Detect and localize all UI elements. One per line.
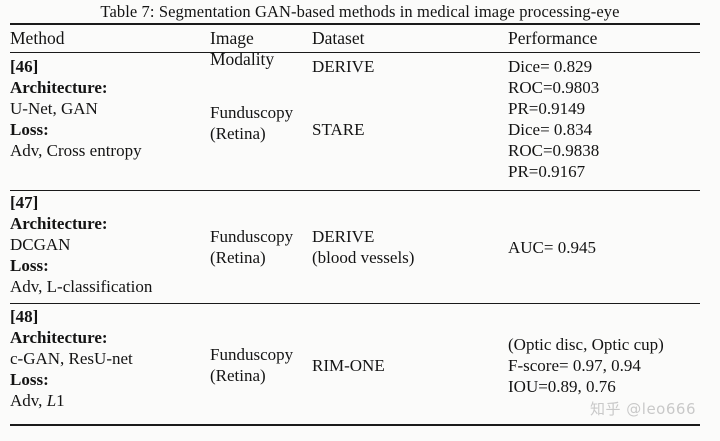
metric-line: ROC=0.9838 [508, 141, 600, 160]
table-header-row: Method Image Modality Dataset Performanc… [10, 28, 700, 69]
architecture-value: U-Net, GAN [10, 99, 98, 118]
dataset-name-2: STARE [312, 120, 365, 139]
table-row: [47] Architecture: DCGAN Loss: Adv, L-cl… [10, 192, 700, 304]
reference-id: [48] [10, 307, 39, 326]
cell-modality: Funduscopy (Retina) [210, 56, 310, 190]
column-header-modality: Image Modality [210, 28, 275, 69]
loss-value: Adv, L-classification [10, 277, 153, 296]
modality-line-2: (Retina) [210, 248, 266, 267]
loss-value-suffix: 1 [56, 391, 65, 410]
metric-line: F-score= 0.97, 0.94 [508, 355, 641, 375]
architecture-value: c-GAN, ResU-net [10, 349, 133, 368]
metric-line: IOU=0.89, 0.76 [508, 376, 616, 396]
loss-label: Loss: [10, 120, 49, 139]
cell-performance: (Optic disc, Optic cup) F-score= 0.97, 0… [508, 306, 700, 424]
rule-top [10, 23, 700, 26]
architecture-value: DCGAN [10, 235, 71, 254]
cell-method: [48] Architecture: c-GAN, ResU-net Loss:… [10, 306, 210, 411]
reference-id: [47] [10, 193, 39, 212]
metric-line: (Optic disc, Optic cup) [508, 334, 664, 354]
modality-line-2: (Retina) [210, 124, 266, 143]
cell-performance: Dice= 0.829 ROC=0.9803 PR=0.9149 Dice= 0… [508, 56, 700, 182]
loss-label: Loss: [10, 256, 49, 275]
loss-value-symbol: L [46, 391, 57, 410]
loss-value: Adv, L1 [10, 390, 210, 411]
metric-line: PR=0.9167 [508, 162, 586, 181]
dataset-name-1: DERIVE [312, 227, 375, 246]
rule-row-1 [10, 190, 700, 192]
modality-line-2: (Retina) [210, 366, 266, 385]
column-header-performance: Performance [508, 28, 598, 48]
architecture-label: Architecture: [10, 328, 108, 347]
table-caption: Table 7: Segmentation GAN-based methods … [100, 2, 620, 21]
metric-line: Dice= 0.834 [508, 120, 593, 139]
rule-header [10, 52, 700, 54]
cell-dataset: DERIVE STARE [312, 56, 508, 140]
column-header-dataset: Dataset [312, 28, 365, 48]
cell-dataset: RIM-ONE [312, 306, 508, 424]
cell-method: [47] Architecture: DCGAN Loss: Adv, L-cl… [10, 192, 210, 297]
cell-modality: Funduscopy (Retina) [210, 306, 310, 424]
rule-row-2 [10, 303, 700, 305]
table-row: [48] Architecture: c-GAN, ResU-net Loss:… [10, 306, 700, 424]
cell-modality: Funduscopy (Retina) [210, 192, 310, 302]
metric-line: PR=0.9149 [508, 99, 586, 118]
rule-bottom [10, 424, 700, 427]
metric-line: ROC=0.9803 [508, 78, 600, 97]
dataset-name-2: (blood vessels) [312, 248, 415, 267]
table-row: [46] Architecture: U-Net, GAN Loss: Adv,… [10, 56, 700, 220]
loss-value: Adv, Cross entropy [10, 141, 142, 160]
architecture-label: Architecture: [10, 214, 108, 233]
modality-line-1: Funduscopy [210, 345, 294, 364]
architecture-label: Architecture: [10, 78, 108, 97]
dataset-name-1: RIM-ONE [312, 355, 385, 375]
loss-label: Loss: [10, 370, 49, 389]
dataset-name-1: DERIVE [312, 57, 375, 76]
modality-line-1: Funduscopy [210, 103, 294, 122]
loss-value-prefix: Adv, [10, 391, 47, 410]
cell-dataset: DERIVE (blood vessels) [312, 192, 508, 302]
metric-line: Dice= 0.829 [508, 57, 593, 76]
watermark: 知乎 @leo666 [590, 400, 696, 418]
cell-method: [46] Architecture: U-Net, GAN Loss: Adv,… [10, 56, 210, 161]
reference-id: [46] [10, 57, 39, 76]
cell-performance: AUC= 0.945 [508, 192, 700, 302]
column-header-method: Method [10, 28, 65, 48]
metric-line: AUC= 0.945 [508, 237, 596, 257]
modality-line-1: Funduscopy [210, 227, 294, 246]
